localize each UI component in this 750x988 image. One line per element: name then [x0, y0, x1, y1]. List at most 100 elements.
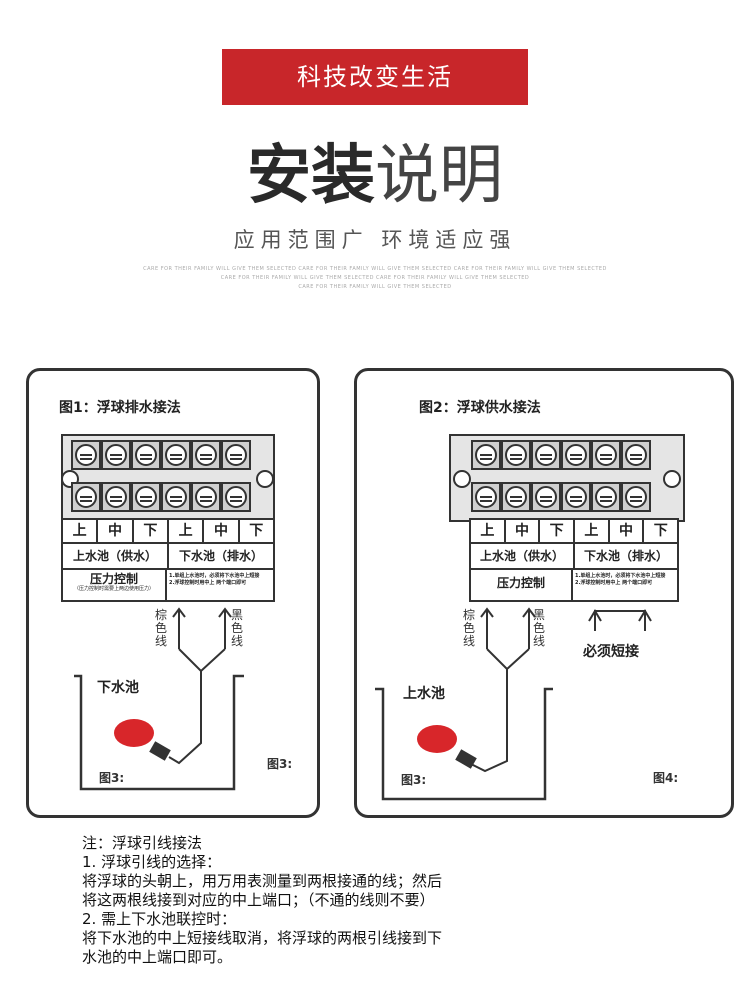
- wiring-notes: 注：浮球引线接法 1. 浮球引线的选择： 将浮球的头朝上，用万用表测量到两根接通…: [82, 834, 602, 967]
- float-cable: [168, 671, 202, 765]
- upper-pool-label: 上水池（供水）: [63, 544, 169, 568]
- screw-icon: [565, 486, 587, 508]
- figure1-title: 图1：浮球排水接法: [59, 400, 181, 416]
- figure1-terminal-block: [61, 434, 275, 522]
- title-bold: 安装: [247, 139, 375, 213]
- notes-line: 1. 浮球引线的选择：: [82, 853, 222, 871]
- figure2-title: 图2：浮球供水接法: [419, 400, 541, 416]
- float-cable: [468, 669, 508, 773]
- screw-icon: [75, 444, 97, 466]
- label-mid: 中: [98, 520, 134, 542]
- arrow-up-icon: [480, 607, 494, 618]
- arrow-up-icon: [588, 609, 602, 622]
- pressure-note: （压力控制时需要上两边使用压力）: [73, 586, 154, 592]
- title-light: 说明: [375, 139, 503, 213]
- black-wire-label: 黑色线: [533, 608, 546, 648]
- screw-icon: [225, 444, 247, 466]
- lower-pool-label: 下水池（排水）: [178, 549, 263, 563]
- pool-names-row: 上水池（供水） 下水池（排水）: [471, 544, 677, 570]
- label-mid: 中: [204, 520, 240, 542]
- notes-line: 将下水池的中上短接线取消，将浮球的两根引线接到下: [82, 929, 443, 947]
- jumper-wire: [594, 610, 646, 631]
- notes-heading: 注：浮球引线接法: [82, 834, 203, 852]
- screw-icon: [505, 444, 527, 466]
- wire-join: [178, 648, 226, 673]
- pool-name: 上水池: [403, 686, 445, 702]
- fig-label-left: 图3:: [99, 771, 125, 785]
- tagline-1: CARE FOR THEIR FAMILY WILL GIVE THEM SEL…: [143, 266, 607, 272]
- screw-icon: [595, 486, 617, 508]
- pool-names-row: 上水池（供水） 下水池（排水）: [63, 544, 273, 570]
- side-note-1: 1.单组上水池时，必须将下水池中上短接: [575, 573, 666, 579]
- side-note-2: 2.浮球控制时用中上 两个端口即可: [169, 580, 247, 586]
- label-up: 上: [575, 520, 610, 542]
- label-down: 下: [249, 523, 264, 539]
- fig-label-right: 图4:: [653, 771, 679, 785]
- screw-icon: [625, 486, 647, 508]
- side-notes: 1.单组上水池时，必须将下水池中上短接 2.浮球控制时用中上 两个端口即可: [573, 570, 677, 600]
- pressure-cell: 压力控制 （压力控制时需要上两边使用压力）: [63, 570, 167, 600]
- screw-icon: [105, 486, 127, 508]
- arrow-up-icon: [638, 609, 652, 622]
- figure1-label-table: 上 中 下 上 中 下 上水池（供水） 下水池（排水） 压力控制 （压力控制时需…: [61, 518, 275, 602]
- screw-icon: [595, 444, 617, 466]
- float-ball-icon: [114, 719, 171, 761]
- mount-hole-icon: [453, 470, 471, 488]
- label-up: 上: [63, 520, 99, 542]
- slogan-banner: 科技改变生活: [222, 49, 528, 105]
- terminal-labels-row: 上 中 下 上 中 下: [471, 520, 677, 544]
- pool-outline: [375, 687, 553, 801]
- side-note-1: 1.单组上水池时，必须将下水池中上短接: [169, 573, 260, 579]
- pressure-label: 压力控制: [471, 570, 573, 600]
- figure1-wiring-svg: [74, 607, 244, 791]
- screw-icon: [475, 444, 497, 466]
- terminal-row-bottom: [71, 482, 251, 512]
- pool-outline: [74, 674, 244, 791]
- figure2-terminal-block: [449, 434, 685, 522]
- notes-line: 水池的中上端口即可。: [82, 948, 233, 966]
- screw-icon: [165, 486, 187, 508]
- pressure-row: 压力控制 1.单组上水池时，必须将下水池中上短接 2.浮球控制时用中上 两个端口…: [471, 570, 677, 600]
- screw-icon: [475, 486, 497, 508]
- pool-name: 下水池: [97, 680, 139, 696]
- brown-wire-label: 棕色线: [155, 608, 168, 648]
- pressure-label: 压力控制: [89, 572, 138, 586]
- upper-pool-label: 上水池（供水）: [471, 544, 575, 568]
- terminal-row-bottom: [471, 482, 651, 512]
- notes-line: 2. 需上下水池联控时：: [82, 910, 237, 928]
- short-connect-label: 必须短接: [583, 644, 639, 660]
- mount-hole-icon: [256, 470, 274, 488]
- label-mid: 中: [610, 520, 645, 542]
- pressure-row: 压力控制 （压力控制时需要上两边使用压力） 1.单组上水池时，必须将下水池中上短…: [63, 570, 273, 600]
- screw-icon: [565, 444, 587, 466]
- wire-join: [486, 648, 530, 671]
- lower-pool-label: 下水池（排水）: [583, 549, 668, 563]
- label-down: 下: [134, 520, 169, 542]
- figure2-wiring-svg: [375, 607, 652, 801]
- label-down: 下: [540, 520, 576, 542]
- tagline-2: CARE FOR THEIR FAMILY WILL GIVE THEM SEL…: [220, 275, 530, 281]
- screw-icon: [105, 444, 127, 466]
- screw-icon: [505, 486, 527, 508]
- figure2-label-table: 上 中 下 上 中 下 上水池（供水） 下水池（排水） 压力控制 1.单组上水池…: [469, 518, 679, 602]
- fig-label-left: 图3:: [401, 773, 427, 787]
- screw-icon: [535, 444, 557, 466]
- notes-line: 将这两根线接到对应的中上端口；（不通的线则不要）: [82, 891, 435, 909]
- float-ball-icon: [417, 725, 477, 769]
- screw-icon: [535, 486, 557, 508]
- figure1-panel: 图1：浮球排水接法 上 中 下 上 中 下: [26, 368, 320, 818]
- terminal-row-top: [71, 440, 251, 470]
- label-down: 下: [653, 523, 668, 539]
- side-notes: 1.单组上水池时，必须将下水池中上短接 2.浮球控制时用中上 两个端口即可: [167, 570, 273, 600]
- mount-hole-icon: [663, 470, 681, 488]
- screw-icon: [75, 486, 97, 508]
- page-subtitle: 应用范围广 环境适应强: [233, 228, 517, 252]
- screw-icon: [165, 444, 187, 466]
- label-up: 上: [169, 520, 205, 542]
- side-note-2: 2.浮球控制时用中上 两个端口即可: [575, 580, 653, 586]
- screw-icon: [225, 486, 247, 508]
- tagline-3: CARE FOR THEIR FAMILY WILL GIVE THEM SEL…: [298, 284, 452, 290]
- screw-icon: [135, 486, 157, 508]
- black-wire-label: 黑色线: [231, 608, 244, 648]
- screw-icon: [135, 444, 157, 466]
